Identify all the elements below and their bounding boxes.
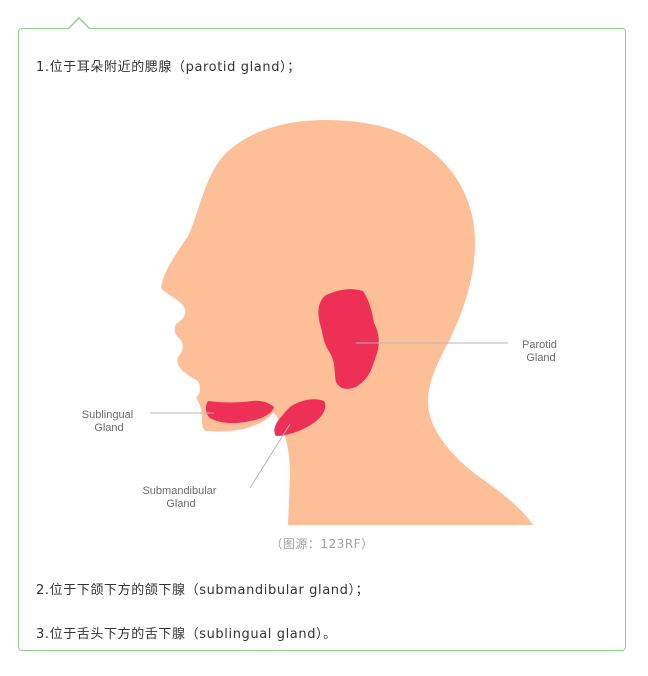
parotid-label: Parotid Gland xyxy=(522,339,560,364)
paragraph-submandibular: 2.位于下颌下方的颌下腺（submandibular gland）； xyxy=(36,583,370,598)
submandibular-label: Submandibular Gland xyxy=(142,485,219,510)
figure-caption: （图源：123RF） xyxy=(270,537,374,551)
sublingual-label: Sublingual Gland xyxy=(82,409,136,434)
parotid-gland xyxy=(318,289,379,389)
article-card: 1.位于耳朵附近的腮腺（parotid gland）； Parotid Glan… xyxy=(18,17,626,651)
submandibular-leader-line xyxy=(249,423,291,489)
salivary-gland-illustration: Parotid Gland Sublingual Gland Submandib… xyxy=(38,98,608,525)
paragraph-sublingual: 3.位于舌头下方的舌下腺（sublingual gland）。 xyxy=(36,627,337,642)
paragraph-parotid: 1.位于耳朵附近的腮腺（parotid gland）； xyxy=(36,60,301,75)
sublingual-gland xyxy=(205,400,274,424)
submandibular-gland xyxy=(274,399,326,436)
